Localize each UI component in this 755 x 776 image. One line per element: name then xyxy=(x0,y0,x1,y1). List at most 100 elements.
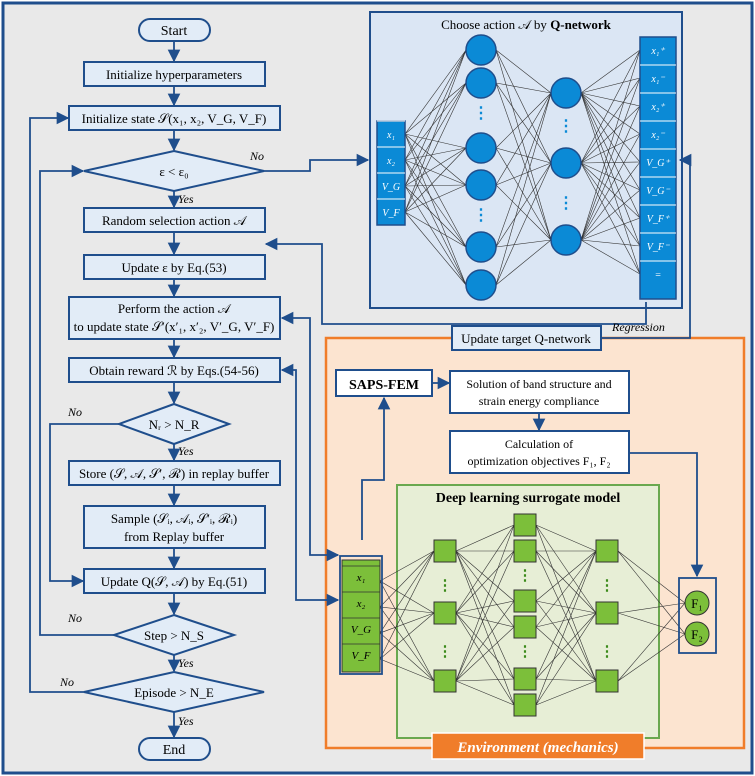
surrogate-hidden-node xyxy=(513,539,537,563)
update-target-box xyxy=(451,325,602,351)
init-hyperparameters-box xyxy=(83,61,266,87)
step-yes-label: Yes xyxy=(178,656,194,670)
saps-fem-box xyxy=(335,369,433,397)
sample-buffer-line1: Sample (𝒮ᵢ, 𝒜ᵢ, 𝒮′ᵢ, ℛᵢ) xyxy=(111,511,237,526)
obtain-reward-label: Obtain reward ℛ by Eqs.(54-56) xyxy=(89,363,259,378)
solution-line1: Solution of band structure and xyxy=(466,377,611,391)
surrogate-ellipsis: ⋮ xyxy=(518,568,533,584)
step-decision-label: Step > N_S xyxy=(144,628,204,643)
surrogate-hidden-node xyxy=(595,539,619,563)
qnetwork-input-label: V_F xyxy=(382,208,400,219)
step-no-label: No xyxy=(67,611,82,625)
surrogate-ellipsis: ⋮ xyxy=(518,644,533,660)
store-buffer-label: Store (𝒮, 𝒜, 𝒮′, ℛ) in replay buffer xyxy=(79,466,270,481)
regression-label: Regression xyxy=(611,320,665,334)
calculation-box xyxy=(449,430,630,474)
qnetwork-input-label: x₂ xyxy=(386,156,395,167)
surrogate-ellipsis: ⋮ xyxy=(600,644,615,660)
end-terminal xyxy=(138,737,211,761)
epsilon-no-label: No xyxy=(249,149,264,163)
obtain-reward-box xyxy=(68,357,281,383)
update-target-label: Update target Q-network xyxy=(461,331,591,346)
calculation-line1: Calculation of xyxy=(505,437,573,451)
solution-line2: strain energy compliance xyxy=(479,394,599,408)
qnetwork-hidden-node xyxy=(465,169,497,201)
surrogate-hidden-node xyxy=(433,539,457,563)
target-update-arrow xyxy=(601,153,692,339)
qnetwork-hidden-node xyxy=(550,224,582,256)
episode-loop-arrow xyxy=(29,111,84,693)
qnetwork-output-label: x₁⁺ xyxy=(650,46,665,57)
qnetwork-hidden-node xyxy=(550,77,582,109)
surrogate-hidden-node xyxy=(513,513,537,537)
surrogate-title: Deep learning surrogate model xyxy=(436,491,621,506)
qnetwork-output-layer: x₁⁺x₁⁻x₂⁺x₂⁻V_G⁺V_G⁻V_F⁺V_F⁻= xyxy=(639,36,677,300)
sample-buffer-box xyxy=(83,505,266,549)
qnetwork-title-prefix: Choose action 𝒜 by xyxy=(441,17,550,32)
end-label: End xyxy=(163,743,186,758)
qnetwork-hidden-node xyxy=(465,67,497,99)
flowchart: Start Initialize hyperparameters Initial… xyxy=(29,18,692,761)
qnetwork-output-label: x₂⁺ xyxy=(650,102,665,113)
surrogate-hidden-node xyxy=(433,601,457,625)
update-epsilon-label: Update ε by Eq.(53) xyxy=(121,260,226,275)
qnetwork-output-label: V_G⁺ xyxy=(646,158,670,169)
surrogate-input-label: V_G xyxy=(351,624,371,636)
qnetwork-hidden-node xyxy=(550,147,582,179)
environment: SAPS-FEM Solution of band structure and … xyxy=(335,369,704,760)
qnetwork-panel xyxy=(369,11,683,309)
qnetwork-edges xyxy=(404,49,641,286)
init-state-label: Initialize state 𝒮(x₁, x₂, V_G, V_F) xyxy=(82,111,267,126)
qnetwork-ellipsis: ⋮ xyxy=(473,207,489,224)
saps-fem-label: SAPS-FEM xyxy=(349,378,419,393)
qnetwork-ellipsis: ⋮ xyxy=(558,118,574,135)
episode-no-label: No xyxy=(59,675,74,689)
objectives-arrow xyxy=(629,452,704,578)
surrogate-hidden-node xyxy=(513,693,537,717)
qnetwork-input-label: V_G xyxy=(382,182,400,193)
surrogate-hidden-node xyxy=(595,601,619,625)
start-label: Start xyxy=(161,24,188,39)
surrogate-input-label: x₁ xyxy=(356,572,366,584)
qnetwork-input-layer: x₁ x₂ V_G V_F xyxy=(376,120,406,226)
surrogate-hidden-node xyxy=(513,667,537,691)
update-epsilon-box xyxy=(83,254,266,280)
surrogate-to-sapsfem-arrow xyxy=(361,396,391,540)
perform-action-line1: Perform the action 𝒜 xyxy=(118,301,232,316)
surrogate-ellipsis: ⋮ xyxy=(438,644,453,660)
qnetwork-output-label: V_G⁻ xyxy=(646,186,670,197)
state-environment-arrow xyxy=(280,311,340,562)
environment-tag-label: Environment (mechanics) xyxy=(456,740,618,756)
qnetwork-ellipsis: ⋮ xyxy=(473,105,489,122)
qnetwork-input-label: x₁ xyxy=(386,130,395,141)
calculation-line2: optimization objectives F₁, F₂ xyxy=(467,454,610,468)
qnetwork-output-label: x₂⁻ xyxy=(650,130,665,141)
epsilon-decision-label: ε < ε₀ xyxy=(159,164,188,179)
surrogate-hidden-node xyxy=(513,589,537,613)
surrogate-output-label: F₂ xyxy=(691,627,703,642)
surrogate-ellipsis: ⋮ xyxy=(600,578,615,594)
surrogate-edges xyxy=(379,524,686,706)
surrogate-hidden-node xyxy=(433,669,457,693)
qnetwork-output-label: V_F⁺ xyxy=(647,214,670,225)
sample-buffer-line2: from Replay buffer xyxy=(124,529,225,544)
surrogate-input-label: x₂ xyxy=(356,598,366,610)
qnetwork-hidden-node xyxy=(465,34,497,66)
qnetwork-title-bold: Q-network xyxy=(550,17,611,32)
surrogate-hidden-node xyxy=(513,615,537,639)
qnetwork-output-label: = xyxy=(655,270,662,281)
replay-skip-arrow xyxy=(49,423,119,588)
epsilon-yes-label: Yes xyxy=(178,192,194,206)
random-action-label: Random selection action 𝒜 xyxy=(102,213,248,228)
replay-no-label: No xyxy=(67,405,82,419)
init-hyperparameters-label: Initialize hyperparameters xyxy=(106,67,242,82)
qnetwork-nodes: x₁x₂V_GV_F⋮⋮⋮⋮x₁⁺x₁⁻x₂⁺x₂⁻V_G⁺V_G⁻V_F⁺V_… xyxy=(376,34,677,301)
qnetwork-title: Choose action 𝒜 by Q-network xyxy=(441,17,611,32)
to-qnetwork-arrow xyxy=(264,153,370,172)
qnetwork-hidden-node xyxy=(465,269,497,301)
update-q-label: Update Q(𝒮, 𝒜) by Eq.(51) xyxy=(101,574,248,589)
